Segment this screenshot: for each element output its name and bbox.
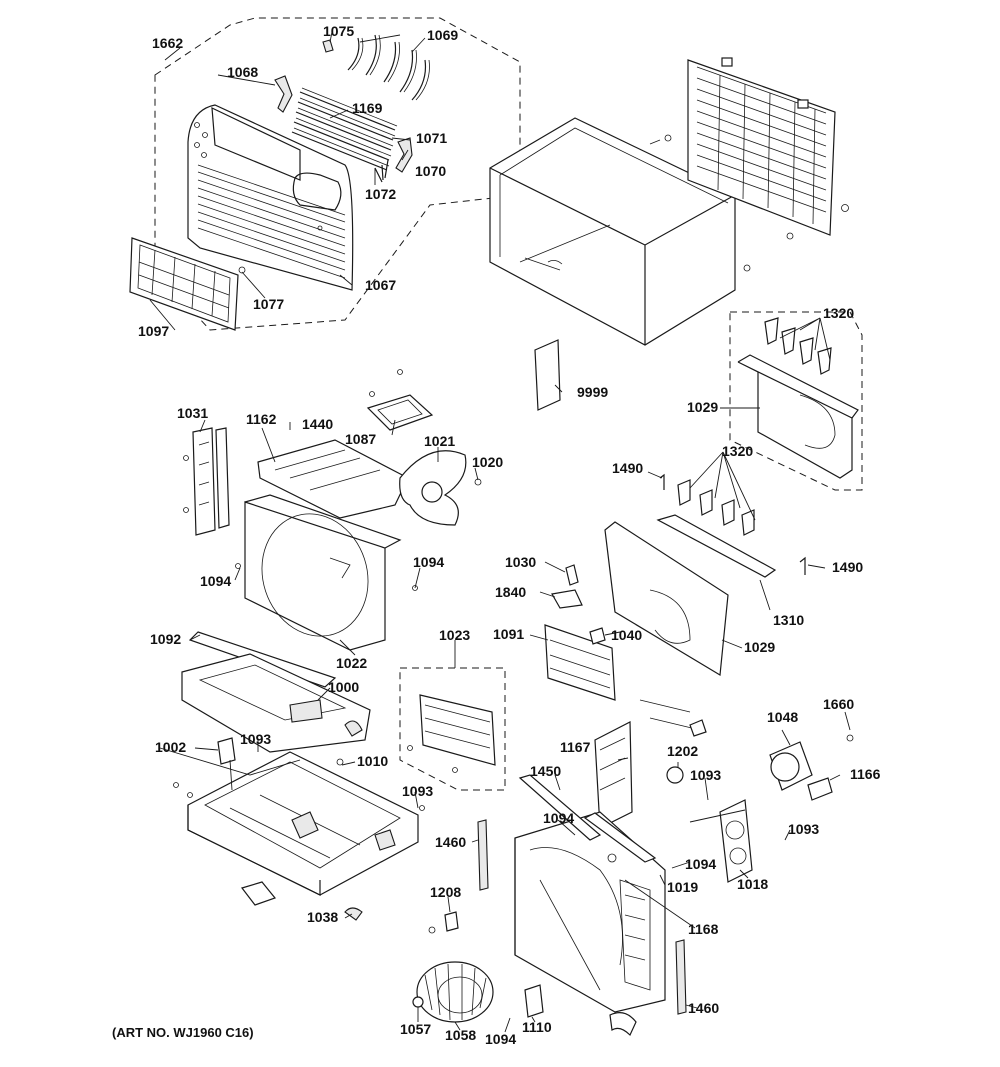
callout-1840: 1840 bbox=[495, 584, 526, 600]
callout-1075: 1075 bbox=[323, 23, 354, 39]
callout-1450: 1450 bbox=[530, 763, 561, 779]
shroud-top-1162 bbox=[257, 439, 409, 519]
callout-1094-a: 1094 bbox=[200, 573, 231, 589]
callout-1094-e: 1094 bbox=[485, 1031, 516, 1047]
callout-1093-c: 1093 bbox=[690, 767, 721, 783]
capacitor-1202 bbox=[666, 766, 684, 784]
callout-1660: 1660 bbox=[823, 696, 854, 712]
callout-1310: 1310 bbox=[773, 612, 804, 628]
callout-1000: 1000 bbox=[328, 679, 359, 695]
callout-1092: 1092 bbox=[150, 631, 181, 647]
condenser-shroud-1022 bbox=[235, 494, 418, 651]
callout-1071: 1071 bbox=[416, 130, 447, 146]
callout-1093-a: 1093 bbox=[240, 731, 271, 747]
callout-1023: 1023 bbox=[439, 627, 470, 643]
art-number: (ART NO. WJ1960 C16) bbox=[112, 1025, 254, 1040]
callout-1162: 1162 bbox=[246, 411, 277, 427]
side-panel-1031 bbox=[183, 427, 230, 536]
callout-1069: 1069 bbox=[427, 27, 458, 43]
callout-1077: 1077 bbox=[253, 296, 284, 312]
callout-1662: 1662 bbox=[152, 35, 183, 51]
callout-1040: 1040 bbox=[611, 627, 642, 643]
callout-1018: 1018 bbox=[737, 876, 768, 892]
louvers-1169 bbox=[291, 87, 398, 171]
thermostat-1002 bbox=[217, 737, 236, 765]
gasket-1460-right bbox=[675, 939, 687, 1015]
callout-1029-lower: 1029 bbox=[744, 639, 775, 655]
callout-1048: 1048 bbox=[767, 709, 798, 725]
callout-1002: 1002 bbox=[155, 739, 186, 755]
louver-clips-1069 bbox=[347, 34, 430, 101]
air-filter-1097 bbox=[129, 237, 239, 331]
callout-1058: 1058 bbox=[445, 1027, 476, 1043]
callout-1057: 1057 bbox=[400, 1021, 431, 1037]
callout-1490-right: 1490 bbox=[832, 559, 863, 575]
front-grille-assembly bbox=[154, 17, 521, 331]
callout-1093-b: 1093 bbox=[402, 783, 433, 799]
callout-1094-d: 1094 bbox=[685, 856, 716, 872]
callout-1490-left: 1490 bbox=[612, 460, 643, 476]
callout-1091: 1091 bbox=[493, 626, 524, 642]
callout-1168: 1168 bbox=[688, 921, 719, 937]
partition-1029 bbox=[604, 473, 806, 677]
callout-1202: 1202 bbox=[667, 743, 698, 759]
callout-1029-upper: 1029 bbox=[687, 399, 718, 415]
callout-1038: 1038 bbox=[307, 909, 338, 925]
evaporator-shroud bbox=[514, 774, 666, 1013]
callout-1166: 1166 bbox=[850, 766, 881, 782]
rear-bracket-upper bbox=[729, 311, 863, 491]
callout-1010: 1010 bbox=[357, 753, 388, 769]
callout-1031: 1031 bbox=[177, 405, 208, 421]
callout-1030: 1030 bbox=[505, 554, 536, 570]
callout-1093-d: 1093 bbox=[788, 821, 819, 837]
gasket-1460-left bbox=[477, 819, 489, 891]
callout-1208: 1208 bbox=[430, 884, 461, 900]
callout-1068: 1068 bbox=[227, 64, 258, 80]
base-gaskets bbox=[181, 631, 371, 753]
heater-assembly-1023 bbox=[399, 667, 506, 791]
callout-1460-lower: 1460 bbox=[688, 1000, 719, 1016]
rear-grille bbox=[687, 57, 849, 240]
callout-1320-upper: 1320 bbox=[823, 305, 854, 321]
callout-1167: 1167 bbox=[560, 739, 591, 755]
bracket-1087 bbox=[366, 369, 434, 431]
blower-wheel-1058 bbox=[412, 961, 494, 1023]
callout-1072: 1072 bbox=[365, 186, 396, 202]
callout-1067: 1067 bbox=[365, 277, 396, 293]
callout-1021: 1021 bbox=[424, 433, 455, 449]
callout-1094-b: 1094 bbox=[413, 554, 444, 570]
callout-9999: 9999 bbox=[577, 384, 608, 400]
base-pan bbox=[173, 751, 425, 921]
callout-1019: 1019 bbox=[667, 879, 698, 895]
callout-1070: 1070 bbox=[415, 163, 446, 179]
callout-1460-upper: 1460 bbox=[435, 834, 466, 850]
callout-1110: 1110 bbox=[522, 1019, 552, 1035]
manual-9999 bbox=[534, 339, 561, 411]
callout-1440: 1440 bbox=[302, 416, 333, 432]
callout-1320-lower: 1320 bbox=[722, 443, 753, 459]
callout-1097: 1097 bbox=[138, 323, 169, 339]
callout-1094-c: 1094 bbox=[543, 810, 574, 826]
control-parts bbox=[544, 564, 707, 737]
bracket-1208 bbox=[444, 911, 459, 932]
callout-labels: 1662 1075 1069 1068 1169 1071 1070 1072 … bbox=[112, 23, 881, 1047]
duct-clip bbox=[609, 1012, 637, 1037]
cabinet-wrapper bbox=[489, 117, 751, 346]
panel-1167 bbox=[594, 721, 633, 829]
fan-blade-1021 bbox=[399, 450, 482, 526]
callout-1020: 1020 bbox=[472, 454, 503, 470]
fan-motor-1048 bbox=[719, 734, 854, 883]
leader-lines bbox=[149, 31, 851, 1033]
callout-1169: 1169 bbox=[352, 100, 383, 116]
callout-1022: 1022 bbox=[336, 655, 367, 671]
callout-1087: 1087 bbox=[345, 431, 376, 447]
bracket-1110 bbox=[524, 984, 544, 1018]
